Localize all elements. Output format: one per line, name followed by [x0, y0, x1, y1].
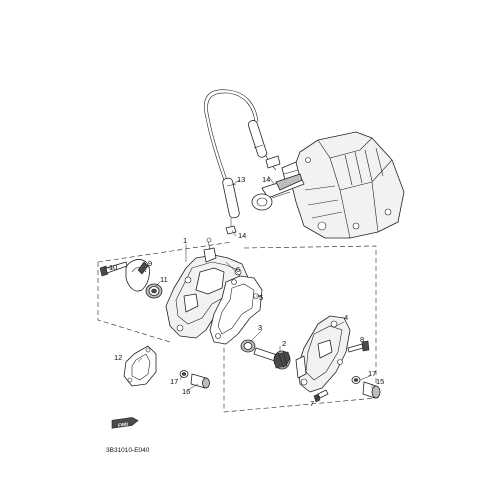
callout-1: 1: [183, 236, 187, 245]
callout-14-lower: 14: [238, 231, 246, 240]
washer-17-left: [179, 370, 189, 378]
drive-plate-9: [125, 259, 150, 292]
oil-seal-3: [240, 339, 256, 353]
catalog-code: 3B31010-E040: [106, 447, 150, 454]
forward-direction-badge: FWD: [111, 417, 139, 429]
gasket-5: [209, 275, 263, 345]
hose-clamp-lower: [225, 218, 237, 235]
callout-13: 13: [237, 175, 245, 184]
leader-lines: [104, 175, 373, 401]
bolt-7: [313, 389, 329, 403]
bolt-15: [362, 381, 381, 399]
callout-9: 9: [148, 259, 152, 268]
hose-segment-lower: [222, 177, 240, 219]
callout-10: 10: [109, 263, 117, 272]
bolt-8: [347, 340, 370, 353]
callout-7: 7: [310, 399, 314, 408]
hose-clamp-upper: [265, 155, 281, 169]
callout-14-upper: 14: [262, 175, 270, 184]
callout-16: 16: [182, 387, 190, 396]
callout-6: 6: [236, 265, 240, 274]
impeller-shaft-2: [253, 347, 291, 370]
engine-hose-fitting: [251, 173, 305, 211]
washer-17-right: [351, 376, 361, 384]
callout-5: 5: [259, 293, 263, 302]
pump-housing-6: [165, 237, 251, 339]
callout-17-left: 17: [170, 377, 178, 386]
callout-3: 3: [258, 323, 262, 332]
callout-15: 15: [376, 377, 384, 386]
callout-17-right: 17: [368, 369, 376, 378]
direction-badge-label: FWD: [118, 421, 130, 427]
gasket-12: [123, 345, 157, 387]
bearing-11: [145, 283, 163, 299]
callout-12: 12: [114, 353, 122, 362]
callout-8: 8: [360, 335, 364, 344]
callout-4: 4: [344, 313, 348, 322]
pump-cover-4: [295, 315, 351, 393]
hose-segment-upper: [247, 120, 267, 158]
callout-labels: 1 2 3 4 5 6 7 8 9 10 11 12 13 14 14 15 1…: [109, 175, 384, 408]
bolt-16: [190, 373, 210, 389]
callout-2: 2: [282, 339, 286, 348]
engine-block: [281, 131, 405, 239]
callout-11: 11: [160, 275, 168, 284]
